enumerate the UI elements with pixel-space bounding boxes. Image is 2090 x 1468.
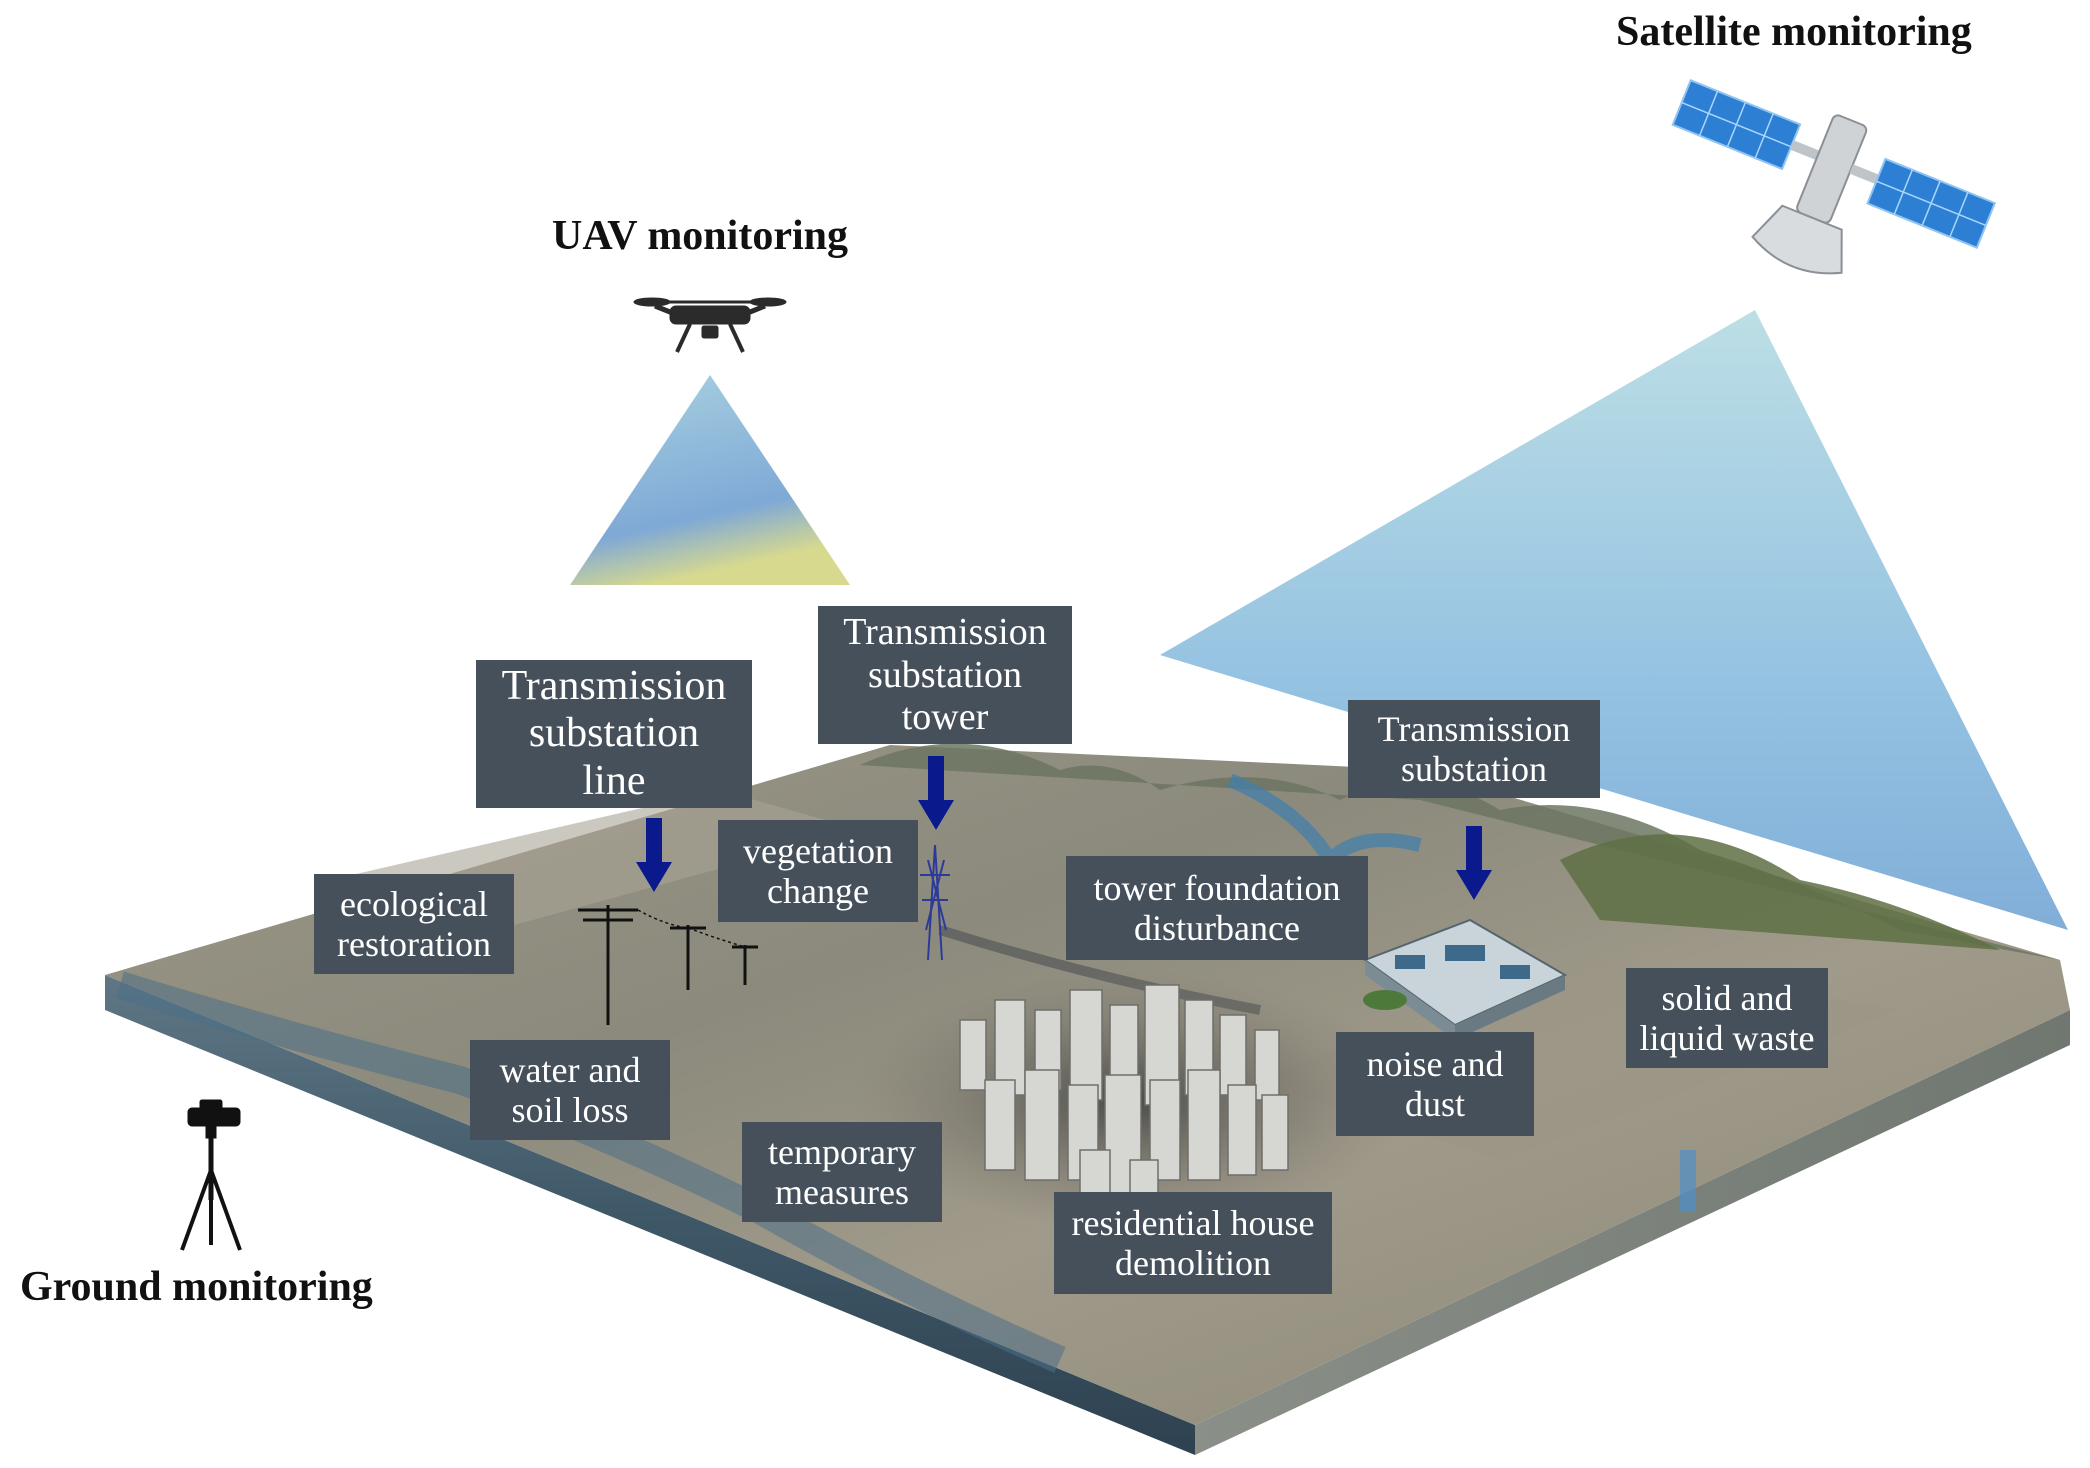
tripod-scanner-icon bbox=[180, 1099, 242, 1251]
vegetation-change-label: vegetation change bbox=[718, 820, 918, 922]
ecological-restoration-label: ecological restoration bbox=[314, 874, 514, 974]
ground-monitoring-heading: Ground monitoring bbox=[20, 1264, 373, 1310]
label-line: disturbance bbox=[1134, 908, 1300, 948]
label-line: line bbox=[582, 757, 646, 804]
satellite-icon bbox=[1671, 78, 1997, 275]
satellite-monitoring-heading: Satellite monitoring bbox=[1616, 9, 1972, 55]
label-line: substation bbox=[528, 710, 700, 757]
noise-dust-label: noise and dust bbox=[1336, 1032, 1534, 1136]
arrow-down-icon bbox=[918, 756, 954, 830]
terrain-block bbox=[105, 743, 2070, 1455]
label-line: ecological bbox=[340, 883, 488, 924]
transmission-substation-label: Transmission substation bbox=[1348, 700, 1600, 798]
uav-beam bbox=[570, 375, 850, 585]
water-soil-loss-label: water and soil loss bbox=[470, 1040, 670, 1140]
arrow-down-icon bbox=[636, 818, 672, 892]
tower-foundation-disturbance-label: tower foundation disturbance bbox=[1066, 856, 1368, 960]
satellite-beam bbox=[1160, 310, 2068, 930]
label-line: demolition bbox=[1115, 1243, 1271, 1283]
label-line: dust bbox=[1404, 1084, 1465, 1124]
substation-building bbox=[1362, 918, 1568, 1040]
power-line-poles bbox=[578, 905, 758, 1025]
river-front bbox=[115, 971, 1066, 1373]
label-line: solid and bbox=[1661, 977, 1793, 1018]
blue-marker bbox=[1680, 1150, 1696, 1212]
label-line: substation bbox=[1400, 749, 1547, 789]
label-line: soil loss bbox=[511, 1090, 629, 1130]
transmission-substation-line-label: Transmission substation line bbox=[476, 660, 752, 808]
label-line: vegetation bbox=[743, 830, 893, 871]
label-line: Transmission bbox=[501, 663, 727, 710]
arrow-down-icon bbox=[1456, 826, 1492, 900]
lattice-tower bbox=[920, 844, 950, 961]
label-line: restoration bbox=[337, 924, 491, 964]
temporary-measures-label: temporary measures bbox=[742, 1122, 942, 1222]
label-line: noise and bbox=[1366, 1043, 1504, 1084]
label-line: Transmission bbox=[843, 611, 1047, 654]
label-line: temporary bbox=[768, 1131, 916, 1172]
solid-liquid-waste-label: solid and liquid waste bbox=[1626, 968, 1828, 1068]
label-line: tower foundation bbox=[1093, 867, 1341, 908]
label-line: Transmission bbox=[1377, 708, 1571, 749]
label-line: residential house bbox=[1071, 1202, 1315, 1243]
terrain-front-face bbox=[105, 975, 1195, 1455]
label-line: change bbox=[767, 871, 869, 911]
city-buildings bbox=[959, 984, 1289, 1216]
label-line: liquid waste bbox=[1639, 1018, 1815, 1058]
label-line: tower bbox=[901, 696, 989, 739]
label-line: water and bbox=[499, 1049, 641, 1090]
mountain-ridge-green bbox=[1560, 834, 2000, 950]
transmission-substation-tower-label: Transmission substation tower bbox=[818, 606, 1072, 744]
residential-house-demolition-label: residential house demolition bbox=[1054, 1192, 1332, 1294]
label-line: measures bbox=[775, 1172, 909, 1212]
mountain-range bbox=[860, 743, 2060, 960]
drone-icon bbox=[633, 297, 787, 353]
uav-monitoring-heading: UAV monitoring bbox=[552, 213, 848, 259]
label-line: substation bbox=[867, 653, 1023, 696]
terrain-right-face bbox=[1195, 1010, 2070, 1455]
